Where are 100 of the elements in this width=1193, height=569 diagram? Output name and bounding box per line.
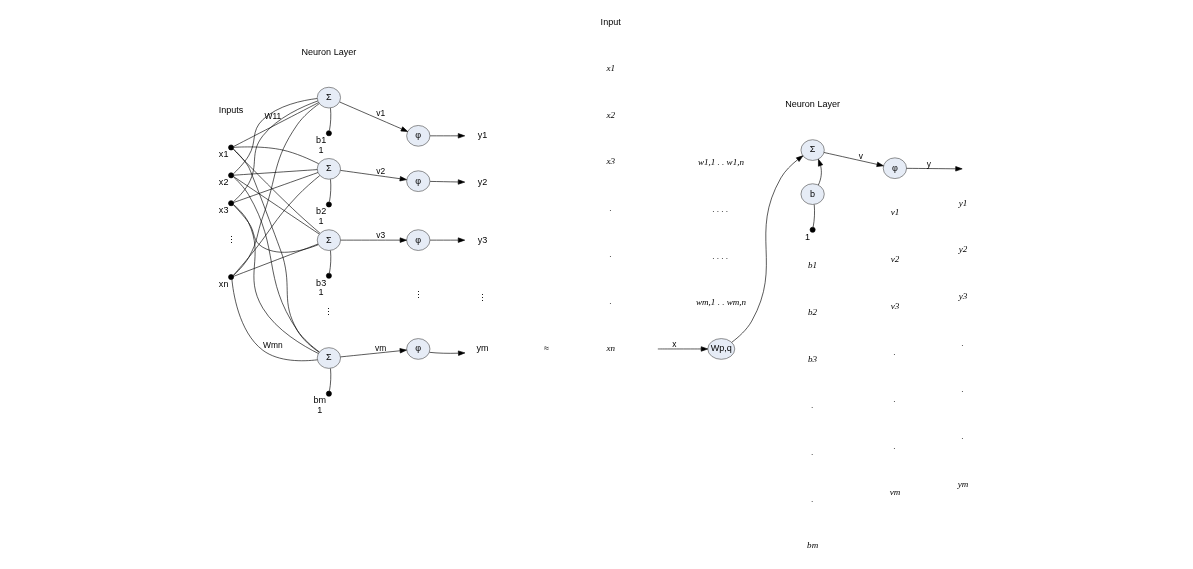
connector — [232, 172, 318, 203]
edge-label: y — [926, 158, 931, 169]
edge-label: W11 — [264, 111, 281, 122]
node-circle — [809, 226, 815, 233]
node-ellipse: φ — [405, 125, 430, 147]
node-ellipse: Σ — [316, 229, 341, 251]
label: . — [810, 493, 814, 504]
label: v2 — [890, 253, 899, 264]
label: ym — [957, 479, 968, 490]
node-text: y1 — [477, 130, 487, 141]
label: ⋮ — [323, 307, 333, 318]
edge-label: x — [671, 338, 676, 349]
label: b1 — [807, 260, 817, 271]
node-ellipse: Σ — [316, 86, 341, 109]
label: . . . . — [712, 204, 728, 215]
label: x1 — [605, 62, 615, 73]
connector — [232, 102, 319, 147]
edge-label: v1 — [375, 108, 385, 119]
node-circle — [325, 390, 332, 397]
node-label: 1 — [316, 405, 322, 416]
connector — [232, 169, 318, 176]
node-circle — [325, 201, 332, 208]
node-ellipse: b — [800, 183, 825, 205]
arrow — [817, 159, 823, 186]
connector — [232, 100, 318, 203]
label: b2 — [807, 307, 817, 318]
node-label: b3 — [315, 277, 326, 288]
label: v1 — [890, 207, 899, 218]
label: ≈ — [543, 343, 549, 354]
connector — [232, 204, 318, 253]
label: . — [608, 249, 612, 260]
node-label: x3 — [218, 205, 228, 216]
node-ellipse: Σ — [316, 347, 341, 369]
label: . — [810, 447, 814, 457]
node-circle — [325, 130, 332, 137]
node-label: 1 — [318, 216, 324, 227]
edge-label: v2 — [375, 165, 385, 176]
node-ellipse: φ — [405, 229, 430, 251]
connector — [328, 250, 331, 274]
node-label: 1 — [318, 287, 324, 298]
label: Neuron Layer — [300, 46, 356, 57]
connector — [232, 243, 318, 277]
arrow — [657, 346, 708, 352]
label: vm — [889, 487, 900, 498]
label: Input — [600, 16, 621, 27]
node-label: 1 — [318, 144, 324, 155]
label: x3 — [605, 156, 615, 167]
node-label: b2 — [315, 206, 326, 217]
label: . — [961, 431, 964, 442]
label: Inputs — [218, 104, 243, 115]
label: v3 — [890, 300, 899, 311]
label: . — [893, 393, 896, 404]
node-text: y2 — [477, 176, 487, 187]
node-ellipse: Σ — [316, 158, 341, 180]
edge-label: vm — [374, 342, 386, 353]
label: y2 — [958, 244, 967, 255]
connector — [232, 98, 317, 175]
node-label: 1 — [804, 231, 810, 242]
arrow — [429, 133, 465, 139]
edge-label: v3 — [375, 229, 385, 240]
node-circle — [227, 172, 234, 179]
arrow — [823, 152, 884, 167]
label: . — [893, 347, 896, 358]
edge-label: v — [858, 150, 863, 161]
arrow — [339, 348, 407, 358]
connector — [232, 103, 320, 276]
connector — [232, 146, 319, 165]
label: b3 — [807, 353, 817, 364]
arrow — [730, 155, 803, 343]
arrow — [339, 237, 407, 243]
label: . — [893, 440, 896, 451]
label: . — [608, 202, 612, 213]
arrow — [429, 237, 465, 243]
label: ⋮ — [413, 290, 423, 301]
edge-label: Wmn — [262, 339, 283, 350]
connector — [328, 368, 331, 392]
arrow — [429, 179, 465, 185]
connector — [328, 179, 331, 203]
label: x2 — [605, 109, 615, 120]
node-ellipse: φ — [882, 157, 907, 179]
node-ellipse: φ — [405, 338, 430, 360]
connector — [231, 279, 318, 362]
label: . — [608, 296, 612, 307]
connector — [232, 175, 320, 276]
label: wm,1 . . wm,n — [695, 297, 746, 308]
connector — [812, 204, 815, 228]
connector — [232, 204, 319, 354]
label: w1,1 . . w1,n — [697, 157, 744, 168]
node-ellipse: Σ — [800, 139, 825, 161]
arrow — [905, 166, 962, 172]
label: . — [961, 337, 964, 348]
connector — [232, 148, 320, 234]
node-circle — [227, 274, 234, 280]
node-ellipse: Wp,q — [707, 338, 735, 360]
node-label: xn — [218, 278, 228, 289]
node-label: x2 — [218, 177, 228, 188]
node-label: x1 — [218, 149, 228, 160]
label: ⋮ — [226, 234, 236, 245]
node-text: y3 — [477, 234, 487, 245]
connector — [328, 107, 331, 131]
